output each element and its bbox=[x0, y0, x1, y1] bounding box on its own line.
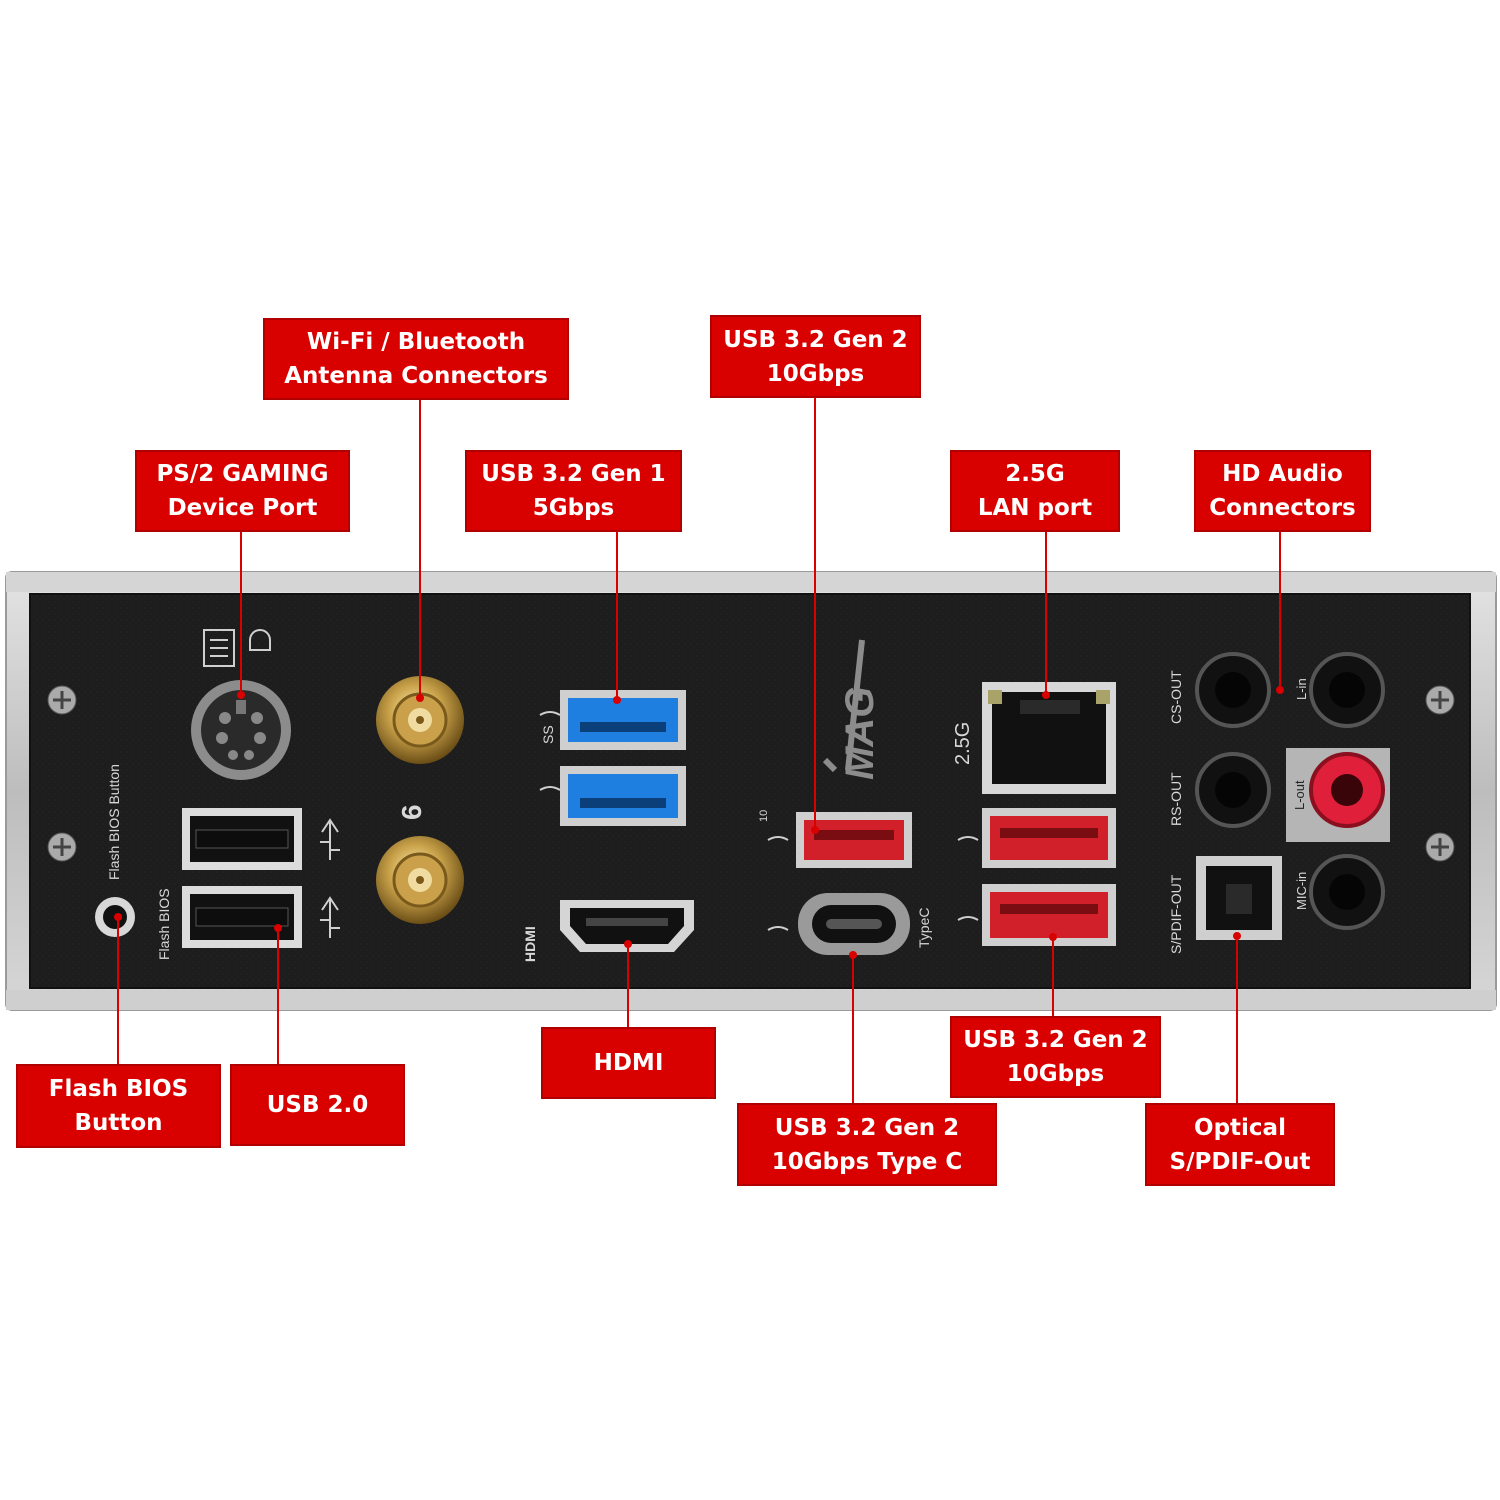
usb2-port-bottom bbox=[182, 886, 302, 948]
superspeed-icon bbox=[539, 711, 979, 931]
lan-port-icon bbox=[982, 682, 1116, 794]
callout-usb-gen1-line2: 5Gbps bbox=[532, 495, 615, 521]
usb-trident-icon bbox=[320, 818, 340, 938]
print-lan-speed: 2.5G bbox=[952, 721, 974, 765]
bracket-lip-bottom bbox=[6, 990, 1496, 1010]
audio-jack-rs-out-icon bbox=[1195, 752, 1271, 828]
callout-usb2: USB 2.0 bbox=[230, 1064, 405, 1146]
callout-hd-audio: HD Audio Connectors bbox=[1194, 450, 1371, 532]
screw-right-top-icon bbox=[1425, 685, 1455, 715]
print-rs-out: RS-OUT bbox=[1168, 772, 1184, 826]
audio-jack-cs-out-icon bbox=[1195, 652, 1271, 728]
audio-jack-line-in-icon bbox=[1309, 652, 1385, 728]
callout-usb-gen2-bottom-line1: USB 3.2 Gen 2 bbox=[963, 1027, 1148, 1053]
ps2-port-icon bbox=[191, 629, 291, 780]
usb2-port-top bbox=[182, 808, 302, 870]
callout-hdmi-line1: HDMI bbox=[593, 1050, 664, 1076]
screw-right-bottom-icon bbox=[1425, 832, 1455, 862]
callout-lan-line1: 2.5G bbox=[1005, 461, 1065, 487]
callout-usb-typec: USB 3.2 Gen 2 10Gbps Type C bbox=[737, 1103, 997, 1186]
screw-left-top-icon bbox=[47, 685, 77, 715]
print-mic-in: MIC-in bbox=[1294, 871, 1309, 910]
print-wifi6: 6 bbox=[396, 804, 427, 820]
callout-lan: 2.5G LAN port bbox=[950, 450, 1120, 532]
callout-flash-bios: Flash BIOS Button bbox=[16, 1064, 221, 1148]
bracket-lip-top bbox=[6, 572, 1496, 592]
print-line-out: L-out bbox=[1292, 780, 1307, 810]
print-flash-bios-button: Flash BIOS Button bbox=[106, 764, 122, 880]
callout-leaders bbox=[117, 398, 1281, 1103]
callout-flash-bios-line1: Flash BIOS bbox=[48, 1076, 189, 1102]
callout-usb-typec-line2: 10Gbps Type C bbox=[771, 1148, 963, 1175]
audio-jack-mic-in-icon bbox=[1309, 854, 1385, 930]
callout-hdmi: HDMI bbox=[541, 1027, 716, 1099]
hdmi-port-icon bbox=[560, 900, 694, 952]
antenna-connector-bottom-icon bbox=[376, 836, 464, 924]
usb-typec-port-icon bbox=[798, 893, 910, 955]
print-hdmi: HDMI bbox=[522, 926, 538, 962]
callout-ps2: PS/2 GAMING Device Port bbox=[135, 450, 350, 532]
callout-optical: Optical S/PDIF-Out bbox=[1145, 1103, 1335, 1186]
callout-dots bbox=[114, 686, 1284, 959]
callout-usb-gen2-bottom: USB 3.2 Gen 2 10Gbps bbox=[950, 1016, 1161, 1098]
usb-gen1-port-bottom bbox=[560, 766, 686, 826]
callout-lan-line2: LAN port bbox=[977, 495, 1093, 521]
usb-gen2-port-top-left bbox=[796, 812, 912, 868]
callout-usb-gen1-line1: USB 3.2 Gen 1 bbox=[481, 461, 666, 487]
screw-left-bottom-icon bbox=[47, 832, 77, 862]
mag-logo-mark bbox=[822, 639, 865, 773]
print-ss-gen2-10: 10 bbox=[758, 809, 770, 822]
print-type-c: TypeC bbox=[916, 907, 932, 948]
callout-usb-gen2-top-line2: 10Gbps bbox=[766, 360, 865, 387]
print-cs-out: CS-OUT bbox=[1168, 670, 1184, 724]
audio-jack-line-out-icon bbox=[1286, 748, 1390, 842]
callout-optical-line2: S/PDIF-Out bbox=[1169, 1148, 1311, 1175]
callout-usb-gen2-top-line1: USB 3.2 Gen 2 bbox=[723, 326, 908, 353]
callout-ps2-line2: Device Port bbox=[167, 495, 318, 521]
print-spdif-out: S/PDIF-OUT bbox=[1168, 874, 1184, 954]
callout-optical-line1: Optical bbox=[1194, 1114, 1286, 1141]
callout-usb-gen1: USB 3.2 Gen 1 5Gbps bbox=[465, 450, 682, 532]
usb-gen2-port-right-top bbox=[982, 808, 1116, 868]
print-mag-logo: MAG bbox=[838, 686, 882, 780]
antenna-connector-top-icon bbox=[376, 676, 464, 764]
callout-usb-typec-line1: USB 3.2 Gen 2 bbox=[774, 1114, 960, 1141]
optical-spdif-port-icon bbox=[1196, 856, 1282, 940]
callout-usb-gen2-bottom-line2: 10Gbps bbox=[1006, 1061, 1105, 1087]
callout-antenna: Wi-Fi / Bluetooth Antenna Connectors bbox=[263, 318, 569, 400]
callout-antenna-line1: Wi-Fi / Bluetooth bbox=[306, 329, 526, 355]
print-ss-gen1: SS bbox=[540, 725, 556, 744]
print-flash-bios: Flash BIOS bbox=[156, 888, 172, 960]
callout-ps2-line1: PS/2 GAMING bbox=[156, 461, 329, 487]
callout-flash-bios-line2: Button bbox=[74, 1110, 163, 1136]
usb-gen2-port-right-bottom bbox=[982, 884, 1116, 946]
callout-usb2-line1: USB 2.0 bbox=[266, 1092, 369, 1118]
callout-antenna-line2: Antenna Connectors bbox=[284, 363, 548, 389]
callout-usb-gen2-top: USB 3.2 Gen 2 10Gbps bbox=[710, 315, 921, 398]
callout-hd-audio-line1: HD Audio bbox=[1222, 461, 1343, 487]
print-line-in: L-in bbox=[1294, 678, 1309, 700]
usb-gen1-port-top bbox=[560, 690, 686, 750]
callout-hd-audio-line2: Connectors bbox=[1209, 495, 1356, 521]
